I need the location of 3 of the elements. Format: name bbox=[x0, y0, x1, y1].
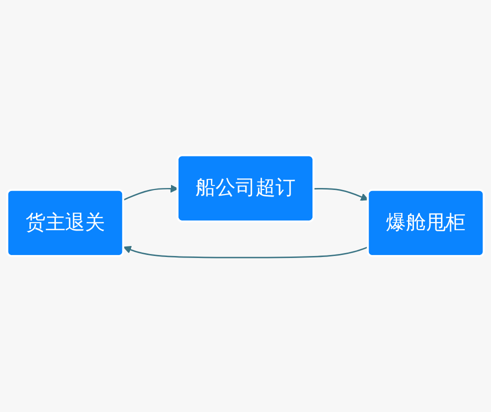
arrow bbox=[314, 188, 369, 200]
arrow bbox=[123, 246, 368, 258]
arrow bbox=[123, 184, 178, 200]
